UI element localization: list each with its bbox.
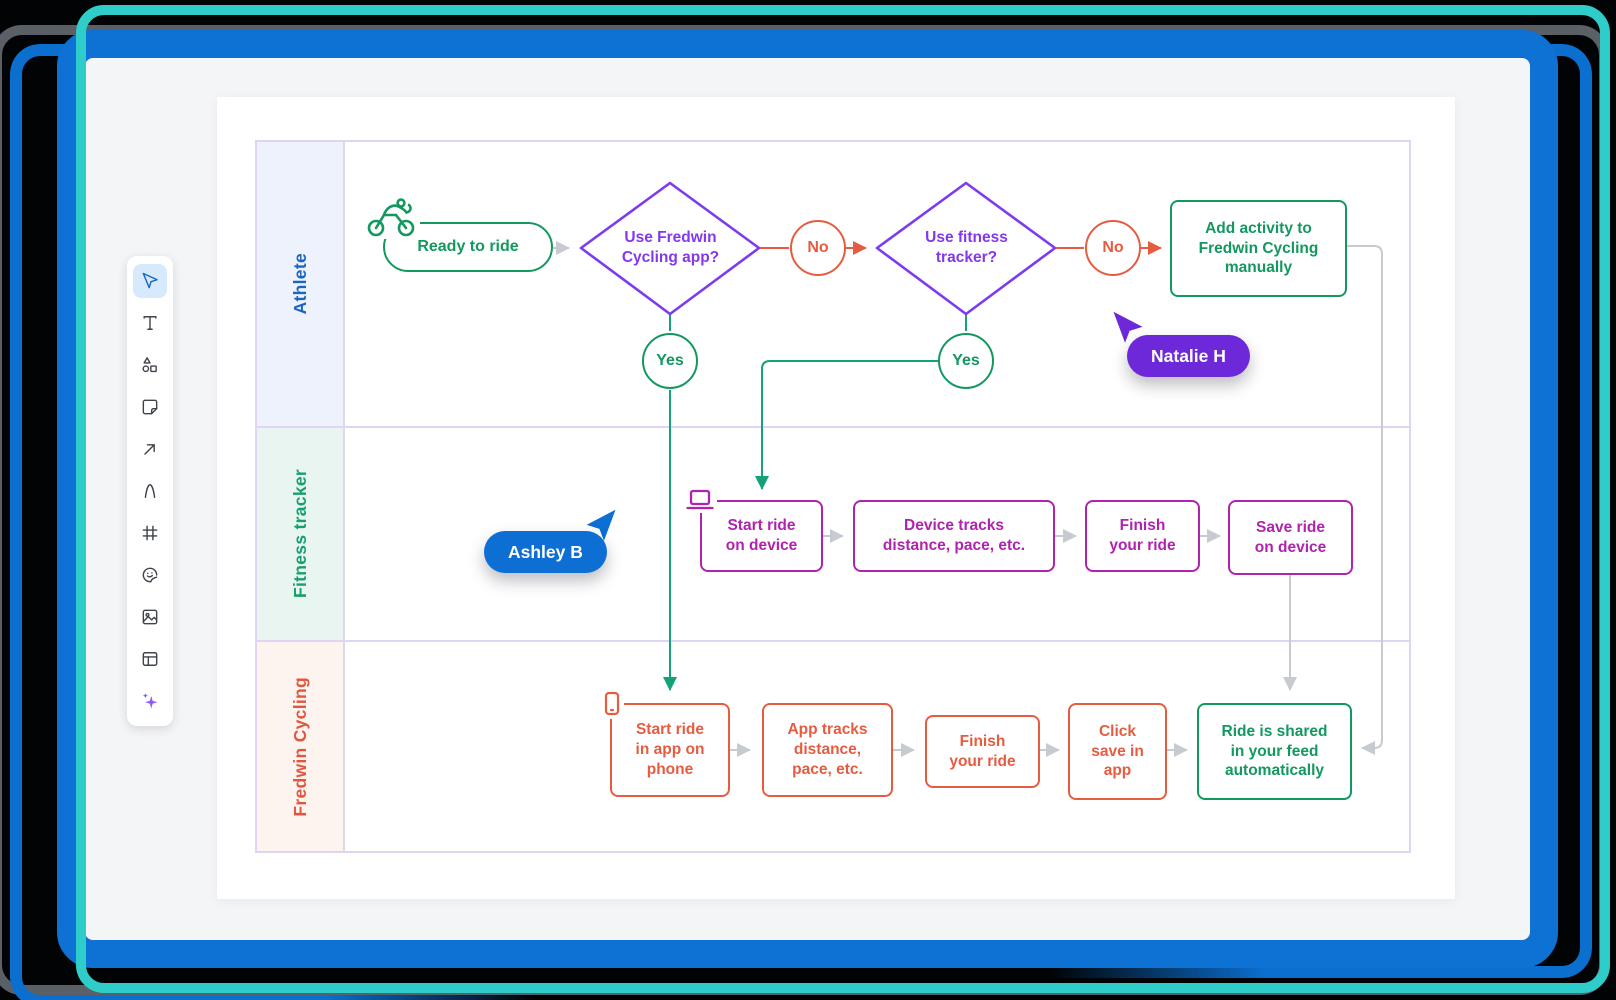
laptop-icon [683,487,717,513]
node-yes-2[interactable]: Yes [938,333,994,389]
node-finish-ride-device[interactable]: Finish your ride [1085,500,1200,572]
shapes-tool-icon[interactable] [133,348,167,382]
sticky-note-tool-icon[interactable] [133,390,167,424]
image-tool-icon[interactable] [133,600,167,634]
node-yes-1[interactable]: Yes [642,333,698,389]
lane-label-fredwin-cycling[interactable]: Fredwin Cycling [257,642,345,851]
lane-title: Fitness tracker [289,469,310,599]
arrow-tool-icon[interactable] [133,432,167,466]
swimlane-table[interactable]: Athlete Fitness tracker Fredwin Cycling [255,140,1411,853]
node-start-ride-in-app[interactable]: Start ride in app on phone [610,703,730,797]
node-use-fitness-tracker[interactable]: Use fitness tracker? [925,229,1008,266]
select-tool-icon[interactable] [133,264,167,298]
pen-tool-icon[interactable] [133,474,167,508]
node-finish-ride-app[interactable]: Finish your ride [925,715,1040,788]
node-save-ride-on-device[interactable]: Save ride on device [1228,500,1353,575]
ashley-cursor-icon [583,507,618,544]
ashley-cursor-label: Ashley B [484,531,607,573]
node-no-1[interactable]: No [790,220,846,276]
cyclist-icon [364,197,420,239]
sticker-tool-icon[interactable] [133,558,167,592]
node-use-fredwin-app[interactable]: Use Fredwin Cycling app? [621,229,720,266]
lane-title: Athlete [289,253,310,315]
lane-fredwin-cycling: Fredwin Cycling [257,642,1409,851]
text-tool-icon[interactable] [133,306,167,340]
node-app-tracks[interactable]: App tracks distance, pace, etc. [762,703,893,797]
lane-fitness-tracker: Fitness tracker [257,428,1409,642]
layout-tool-icon[interactable] [133,642,167,676]
node-ready-to-ride[interactable]: Ready to ride [383,222,553,272]
node-no-2[interactable]: No [1085,220,1141,276]
phone-icon [600,689,624,719]
ai-sparkle-tool-icon[interactable] [133,684,167,718]
node-click-save-in-app[interactable]: Click save in app [1068,703,1167,800]
node-add-activity-manually[interactable]: Add activity to Fredwin Cycling manually [1170,200,1347,297]
lane-label-fitness-tracker[interactable]: Fitness tracker [257,428,345,640]
node-start-ride-on-device[interactable]: Start ride on device [700,500,823,572]
lane-title: Fredwin Cycling [289,676,310,817]
natalie-cursor-icon [1111,309,1146,346]
tool-palette [127,256,173,726]
node-device-tracks[interactable]: Device tracks distance, pace, etc. [853,500,1055,572]
natalie-cursor-label: Natalie H [1127,335,1250,377]
decor-teal-outline-frame [76,5,1610,993]
lane-label-athlete[interactable]: Athlete [257,142,345,426]
node-ride-shared[interactable]: Ride is shared in your feed automaticall… [1197,703,1352,800]
frame-tool-icon[interactable] [133,516,167,550]
